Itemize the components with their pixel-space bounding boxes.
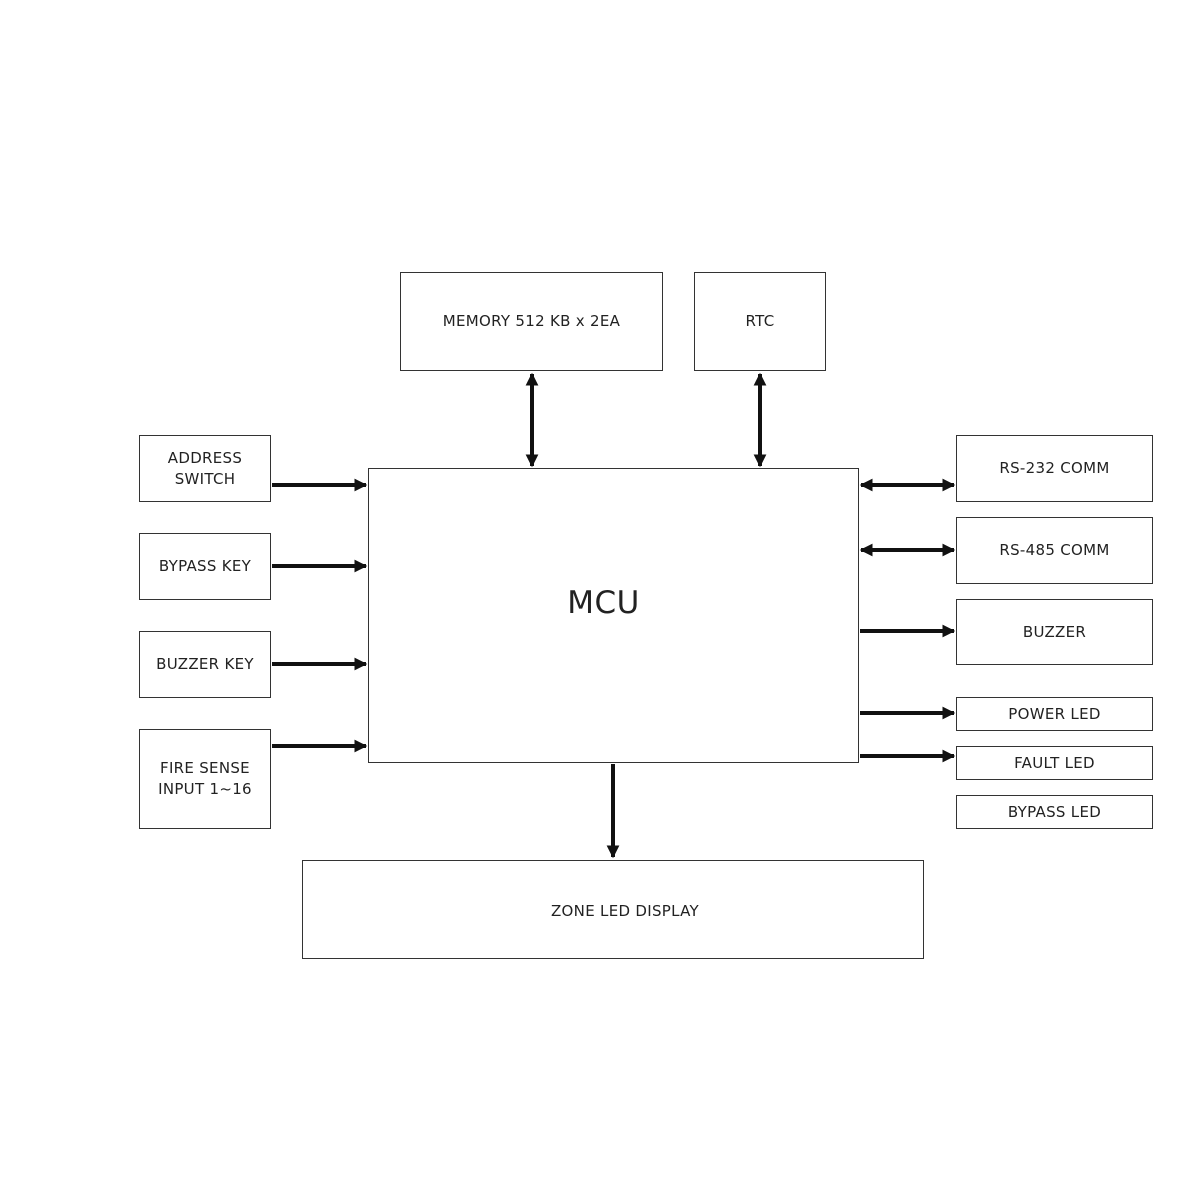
rs232-comm-label: RS-232 COMM [999,459,1110,477]
rtc-label: RTC [745,312,775,330]
bypass-key-block: BYPASS KEY [139,533,271,600]
rs485-comm-block: RS-485 COMM [956,517,1153,584]
buzzer-label: BUZZER [1022,622,1087,641]
bypass-key-label: BYPASS KEY [158,557,252,575]
fire-sense-input-block: FIRE SENSE INPUT 1~16 [139,729,271,829]
fire-sense-input-label: FIRE SENSE INPUT 1~16 [158,759,252,798]
buzzer-key-block: BUZZER KEY [139,631,271,698]
zone-led-display-label: ZONE LED DISPLAY [550,902,699,920]
address-switch-block: ADDRESS SWITCH [139,435,271,502]
bypass-led-block: BYPASS LED [956,795,1153,829]
rs232-comm-block: RS-232 COMM [956,435,1153,502]
buzzer-block: BUZZER [956,599,1153,665]
memory-label: MEMORY 512 KB x 2EA [442,312,621,330]
memory-block: MEMORY 512 KB x 2EA [400,272,663,371]
fault-led-block: FAULT LED [956,746,1153,780]
power-led-label: POWER LED [1008,704,1101,723]
buzzer-key-label: BUZZER KEY [156,655,254,673]
zone-led-display-block: ZONE LED DISPLAY [302,860,924,959]
bypass-led-label: BYPASS LED [1007,802,1102,821]
fault-led-label: FAULT LED [1014,753,1095,772]
address-switch-label: ADDRESS SWITCH [167,448,243,488]
rtc-block: RTC [694,272,826,371]
power-led-block: POWER LED [956,697,1153,731]
mcu-label: MCU [567,584,640,621]
mcu-block: MCU [368,468,859,763]
rs485-comm-label: RS-485 COMM [999,541,1110,559]
